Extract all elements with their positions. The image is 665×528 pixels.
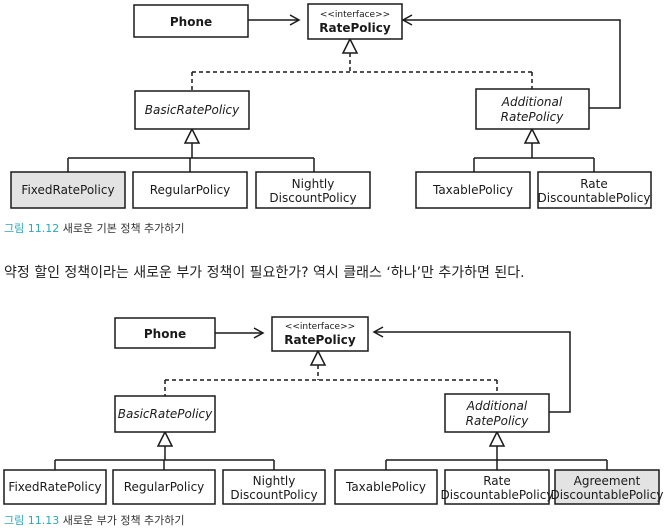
taxablepolicy-class: TaxablePolicy <box>334 469 438 505</box>
phone-label: Phone <box>170 15 212 29</box>
interface-stereotype: <<interface>> <box>285 322 355 332</box>
fixedratepolicy-label: FixedRatePolicy <box>21 183 114 197</box>
rate-label-line1: Rate <box>483 474 511 488</box>
regularpolicy-class: RegularPolicy <box>132 171 248 209</box>
nightly-label-line1: Nightly <box>292 177 335 191</box>
rate-label-line2: DiscountablePolicy <box>441 488 554 502</box>
basicratepolicy-label: BasicRatePolicy <box>145 103 240 117</box>
fixedratepolicy-class: FixedRatePolicy <box>3 469 107 505</box>
basicratepolicy-class: BasicRatePolicy <box>114 395 216 433</box>
nightly-label-line1: Nightly <box>253 474 296 488</box>
ratepolicy-label: RatePolicy <box>319 21 391 35</box>
additional-to-ratepolicy-association <box>375 331 571 413</box>
taxablepolicy-label: TaxablePolicy <box>345 480 426 494</box>
rate-label-line2: DiscountablePolicy <box>538 191 651 205</box>
regularpolicy-class: RegularPolicy <box>112 469 216 505</box>
caption-text: 새로운 기본 정책 추가하기 <box>59 222 185 235</box>
additional-label-line1: Additional <box>466 399 528 413</box>
interface-stereotype: <<interface>> <box>320 10 390 20</box>
additional-label-line2: RatePolicy <box>501 110 565 124</box>
ratediscountablepolicy-class: Rate DiscountablePolicy <box>537 171 652 209</box>
additionalratepolicy-class: Additional RatePolicy <box>444 393 550 433</box>
realization-triangle <box>309 349 327 366</box>
additional-label-line2: RatePolicy <box>466 414 530 428</box>
additional-generalization-triangle <box>523 127 541 144</box>
phone-class: Phone <box>114 317 216 349</box>
association-arrowhead-2 <box>401 14 413 26</box>
taxablepolicy-label: TaxablePolicy <box>432 183 513 197</box>
agreement-label-line2: DiscountablePolicy <box>551 488 664 502</box>
additional-label-line1: Additional <box>501 95 563 109</box>
taxablepolicy-class: TaxablePolicy <box>415 171 531 209</box>
association-arrowhead-2 <box>372 326 384 338</box>
phone-label: Phone <box>144 327 186 341</box>
basic-generalization-triangle <box>183 127 201 144</box>
nightlydiscountpolicy-class: Nightly DiscountPolicy <box>222 469 326 505</box>
nightly-label-line2: DiscountPolicy <box>230 488 317 502</box>
body-paragraph: 약정 할인 정책이라는 새로운 부가 정책이 필요한가? 역시 클래스 ‘하나’… <box>4 265 525 281</box>
ratediscountablepolicy-class: Rate DiscountablePolicy <box>441 469 554 505</box>
basic-generalization-triangle <box>156 430 174 447</box>
basicratepolicy-class: BasicRatePolicy <box>134 90 250 130</box>
ratepolicy-interface: <<interface>> RatePolicy <box>271 316 369 352</box>
additional-to-ratepolicy-association <box>404 19 621 109</box>
fixedratepolicy-label: FixedRatePolicy <box>8 480 101 494</box>
nightlydiscountpolicy-class: Nightly DiscountPolicy <box>255 171 371 209</box>
phone-class: Phone <box>133 4 249 38</box>
rate-label-line1: Rate <box>580 177 608 191</box>
agreementdiscountablepolicy-class: Agreement DiscountablePolicy <box>551 469 664 505</box>
nightly-label-line2: DiscountPolicy <box>269 191 356 205</box>
figure-11-12-diagram: Phone <<interface>> RatePolicy BasicRate… <box>10 3 652 209</box>
regularpolicy-label: RegularPolicy <box>150 183 231 197</box>
association-arrowhead <box>253 327 265 339</box>
additional-generalization-triangle <box>488 430 506 447</box>
additionalratepolicy-class: Additional RatePolicy <box>475 88 590 130</box>
ratepolicy-interface: <<interface>> RatePolicy <box>307 3 403 40</box>
ratepolicy-label: RatePolicy <box>284 333 356 347</box>
agreement-label-line1: Agreement <box>574 474 641 488</box>
figure-11-13-diagram: Phone <<interface>> RatePolicy BasicRate… <box>3 316 664 505</box>
basicratepolicy-label: BasicRatePolicy <box>118 407 213 421</box>
figure-11-12-caption: 그림 11.12 새로운 기본 정책 추가하기 <box>4 220 185 236</box>
regularpolicy-label: RegularPolicy <box>124 480 205 494</box>
realization-triangle <box>341 37 359 54</box>
association-arrowhead <box>289 14 301 26</box>
figure-11-13-caption: 그림 11.13 새로운 부가 정책 추가하기 <box>4 512 185 528</box>
caption-number: 그림 11.12 <box>4 222 60 235</box>
caption-number: 그림 11.13 <box>4 514 60 527</box>
caption-text: 새로운 부가 정책 추가하기 <box>59 514 185 527</box>
fixedratepolicy-class: FixedRatePolicy <box>10 171 126 209</box>
